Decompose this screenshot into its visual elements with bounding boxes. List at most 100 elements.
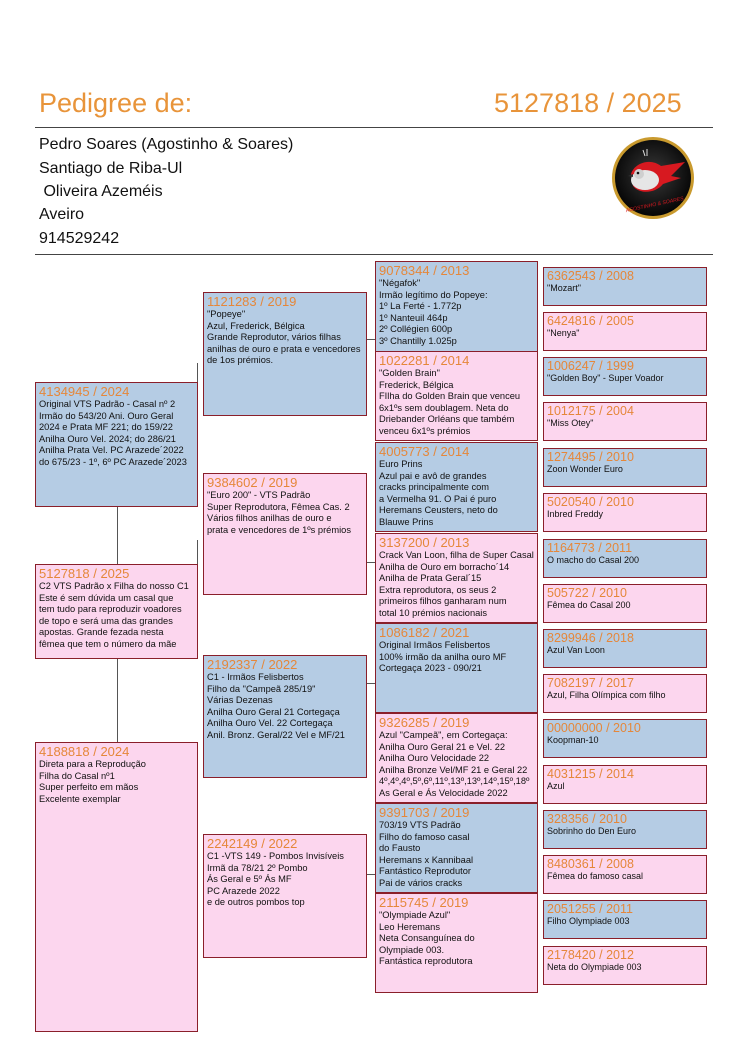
bird-description: Azul, Filha Olímpica com filho bbox=[547, 690, 666, 700]
ring-number: 505722 / 2010 bbox=[547, 586, 627, 600]
bird-description: Neta do Olympiade 003 bbox=[547, 962, 642, 972]
gen3-card: 1086182 / 2021 Original Irmãos Felisbert… bbox=[375, 623, 538, 713]
ring-number: 1022281 / 2014 bbox=[379, 353, 470, 368]
ring-number: 6424816 / 2005 bbox=[547, 314, 634, 328]
ring-number: 4134945 / 2024 bbox=[39, 384, 130, 399]
bird-description: "Euro 200" - VTS Padrão Super Reprodutor… bbox=[207, 490, 351, 535]
bird-description: C1 -VTS 149 - Pombos Invisíveis Irmã da … bbox=[207, 851, 344, 908]
owner-district: Aveiro bbox=[39, 206, 85, 223]
ring-number: 2192337 / 2022 bbox=[207, 657, 298, 672]
bird-description: Sobrinho do Den Euro bbox=[547, 826, 637, 836]
subject-card: 5127818 / 2025 C2 VTS Padrão x Filha do … bbox=[35, 564, 198, 659]
bird-description: Crack Van Loon, filha de Super Casal Ani… bbox=[379, 550, 534, 618]
bird-description: "Nenya" bbox=[547, 328, 580, 338]
bird-description: "Popeye" Azul, Frederick, Bélgica Grande… bbox=[207, 309, 361, 366]
dam-card: 4188818 / 2024 Direta para a Reprodução … bbox=[35, 742, 198, 1032]
bird-description: "Miss Otey" bbox=[547, 418, 594, 428]
header-divider bbox=[35, 127, 713, 128]
bird-description: "Golden Boy" - Super Voador bbox=[547, 373, 664, 383]
ring-number: 1086182 / 2021 bbox=[379, 625, 470, 640]
grandsire-maternal-card: 2192337 / 2022 C1 - Irmãos Felisbertos F… bbox=[203, 655, 367, 778]
bird-description: Fêmea do Casal 200 bbox=[547, 600, 631, 610]
connector-line bbox=[367, 683, 375, 685]
gen4-card: 1164773 / 2011 O macho do Casal 200 bbox=[543, 539, 707, 578]
connector-line bbox=[367, 339, 375, 341]
gen3-card: 1022281 / 2014 "Golden Brain" Frederick,… bbox=[375, 351, 538, 441]
granddam-maternal-card: 2242149 / 2022 C1 -VTS 149 - Pombos Invi… bbox=[203, 834, 367, 958]
ring-number: 7082197 / 2017 bbox=[547, 676, 634, 690]
bird-description: Original VTS Padrão - Casal nº 2 Irmão d… bbox=[39, 399, 187, 467]
bird-description: "Golden Brain" Frederick, Bélgica FIlha … bbox=[379, 368, 521, 436]
ring-number: 9384602 / 2019 bbox=[207, 475, 298, 490]
page-title: Pedigree de: bbox=[39, 88, 193, 118]
bird-description: "Mozart" bbox=[547, 283, 581, 293]
gen4-card: 4031215 / 2014 Azul bbox=[543, 765, 707, 804]
bird-description: 703/19 VTS Padrão Filho do famoso casal … bbox=[379, 820, 474, 888]
ring-number: 1121283 / 2019 bbox=[207, 294, 297, 309]
ring-number: 1006247 / 1999 bbox=[547, 359, 634, 373]
gen4-card: 2178420 / 2012 Neta do Olympiade 003 bbox=[543, 946, 707, 985]
ring-number: 9078344 / 2013 bbox=[379, 263, 470, 278]
bird-description: O macho do Casal 200 bbox=[547, 555, 640, 565]
gen4-card: 6362543 / 2008 "Mozart" bbox=[543, 267, 707, 306]
ring-number: 5127818 / 2025 bbox=[39, 566, 130, 581]
ring-number-title: 5127818 / 2025 bbox=[494, 88, 682, 118]
owner-address2: Oliveira Azeméis bbox=[39, 183, 163, 200]
gen4-card: 7082197 / 2017 Azul, Filha Olímpica com … bbox=[543, 674, 707, 713]
bird-description: Inbred Freddy bbox=[547, 509, 604, 519]
gen3-card: 9078344 / 2013 "Négafok" Irmão legítimo … bbox=[375, 261, 538, 353]
gen3-card: 2115745 / 2019 "Olympiade Azul" Leo Here… bbox=[375, 893, 538, 993]
ring-number: 00000000 / 2010 bbox=[547, 721, 641, 735]
bird-description: Zoon Wonder Euro bbox=[547, 464, 623, 474]
ring-number: 5020540 / 2010 bbox=[547, 495, 634, 509]
ring-number: 6362543 / 2008 bbox=[547, 269, 634, 283]
ring-number: 3137200 / 2013 bbox=[379, 535, 470, 550]
gen4-card: 1006247 / 1999 "Golden Boy" - Super Voad… bbox=[543, 357, 707, 396]
ring-number: 8299946 / 2018 bbox=[547, 631, 634, 645]
gen4-card: 505722 / 2010 Fêmea do Casal 200 bbox=[543, 584, 707, 623]
bird-description: Azul bbox=[547, 781, 565, 791]
gen3-card: 3137200 / 2013 Crack Van Loon, filha de … bbox=[375, 533, 538, 623]
ring-number: 1164773 / 2011 bbox=[547, 541, 633, 555]
bird-description: Fêmea do famoso casal bbox=[547, 871, 644, 881]
gen4-card: 1012175 / 2004 "Miss Otey" bbox=[543, 402, 707, 441]
gen4-card: 5020540 / 2010 Inbred Freddy bbox=[543, 493, 707, 532]
connector-line bbox=[117, 507, 119, 564]
gen3-card: 9326285 / 2019 Azul "Campeã", em Cortega… bbox=[375, 713, 538, 803]
ring-number: 1012175 / 2004 bbox=[547, 404, 634, 418]
ring-number: 1274495 / 2010 bbox=[547, 450, 634, 464]
bird-description: C2 VTS Padrão x Filha do nosso C1 Este é… bbox=[39, 581, 189, 649]
bird-description: Filho Olympiade 003 bbox=[547, 916, 630, 926]
owner-name: Pedro Soares (Agostinho & Soares) bbox=[39, 136, 294, 153]
gen4-card: 8480361 / 2008 Fêmea do famoso casal bbox=[543, 855, 707, 894]
bird-description: C1 - Irmãos Felisbertos Filho da "Campeã… bbox=[207, 672, 345, 740]
bird-description: Azul Van Loon bbox=[547, 645, 605, 655]
bird-description: Azul "Campeã", em Cortegaça: Anilha Ouro… bbox=[379, 730, 530, 798]
bird-description: Direta para a Reprodução Filha do Casal … bbox=[39, 759, 146, 804]
bird-description: Koopman-10 bbox=[547, 735, 599, 745]
loft-logo: AGOSTINHO & SOARES bbox=[612, 137, 694, 219]
connector-line bbox=[367, 562, 375, 564]
ring-number: 2115745 / 2019 bbox=[379, 895, 469, 910]
gen4-card: 1274495 / 2010 Zoon Wonder Euro bbox=[543, 448, 707, 487]
ring-number: 9326285 / 2019 bbox=[379, 715, 470, 730]
connector-line bbox=[367, 874, 375, 876]
sire-card: 4134945 / 2024 Original VTS Padrão - Cas… bbox=[35, 382, 198, 507]
gen3-card: 4005773 / 2014 Euro Prins Azul pai e avô… bbox=[375, 442, 538, 532]
ring-number: 2242149 / 2022 bbox=[207, 836, 298, 851]
ring-number: 4188818 / 2024 bbox=[39, 744, 130, 759]
owner-divider bbox=[35, 254, 713, 255]
ring-number: 2051255 / 2011 bbox=[547, 902, 633, 916]
gen4-card: 00000000 / 2010 Koopman-10 bbox=[543, 719, 707, 758]
bird-description: Euro Prins Azul pai e avô de grandes cra… bbox=[379, 459, 498, 527]
granddam-paternal-card: 9384602 / 2019 "Euro 200" - VTS Padrão S… bbox=[203, 473, 367, 595]
owner-address1: Santiago de Riba-Ul bbox=[39, 160, 183, 177]
ring-number: 4031215 / 2014 bbox=[547, 767, 634, 781]
gen4-card: 2051255 / 2011 Filho Olympiade 003 bbox=[543, 900, 707, 939]
gen4-card: 328356 / 2010 Sobrinho do Den Euro bbox=[543, 810, 707, 849]
bird-description: "Négafok" Irmão legítimo do Popeye: 1º L… bbox=[379, 278, 488, 346]
ring-number: 2178420 / 2012 bbox=[547, 948, 634, 962]
ring-number: 8480361 / 2008 bbox=[547, 857, 634, 871]
bird-description: "Olympiade Azul" Leo Heremans Neta Consa… bbox=[379, 910, 475, 967]
ring-number: 328356 / 2010 bbox=[547, 812, 627, 826]
